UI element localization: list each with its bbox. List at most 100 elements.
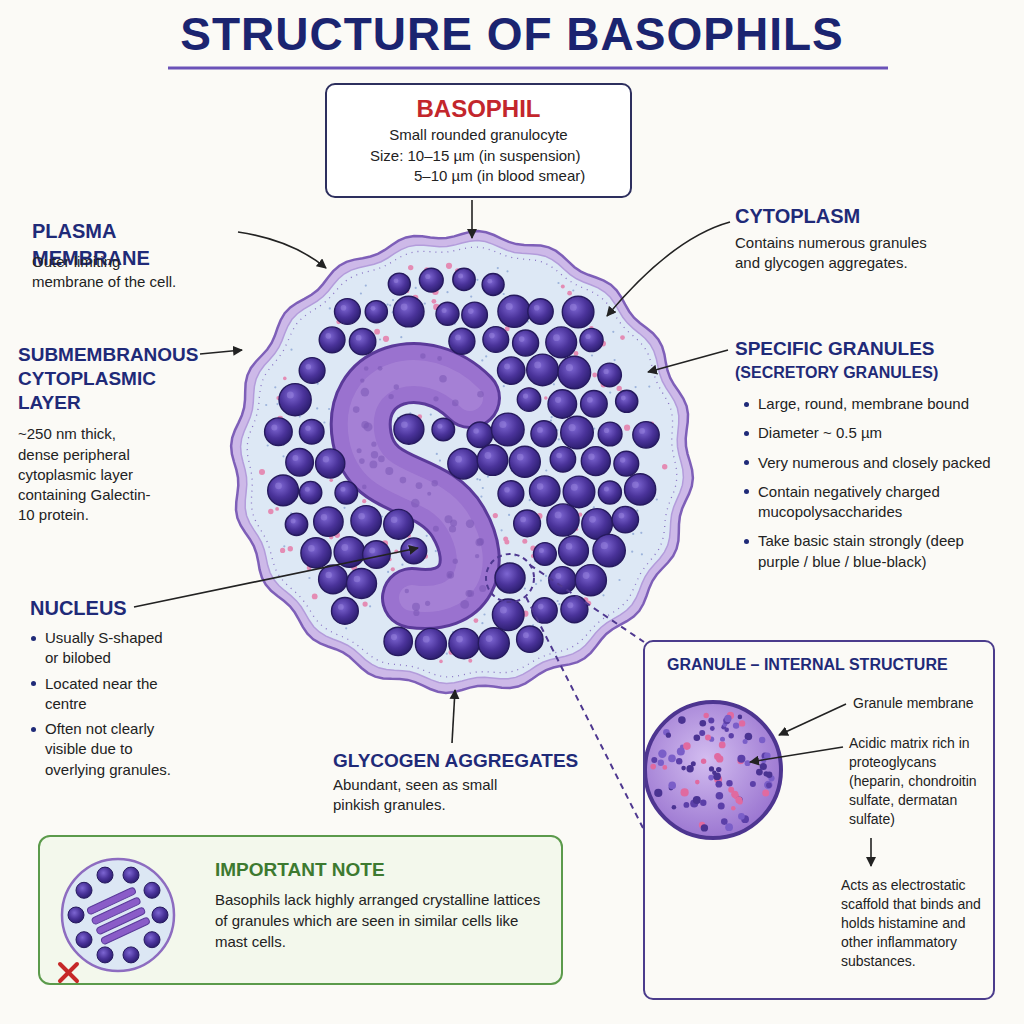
cytoplasm-speck xyxy=(274,386,276,388)
chromatin-dot xyxy=(353,406,360,413)
granule-shine xyxy=(504,487,510,493)
bullet-dot xyxy=(744,489,749,494)
cytoplasm-speck xyxy=(483,613,485,615)
note-heading: IMPORTANT NOTE xyxy=(215,857,545,883)
matrix-dot xyxy=(759,737,765,743)
granule xyxy=(314,507,343,536)
chromatin-dot xyxy=(449,525,456,532)
part-subheading: (SECRETORY GRANULES) xyxy=(735,362,1005,384)
leader-arrow xyxy=(471,200,473,238)
bullet-text: Contain negatively charged mucopolysacch… xyxy=(758,482,1008,523)
granule xyxy=(453,268,475,290)
granule-shine xyxy=(506,303,513,310)
granule xyxy=(483,327,509,353)
glycogen-dot xyxy=(574,351,579,356)
cytoplasm-speck xyxy=(282,455,284,457)
granule xyxy=(575,565,606,596)
zoom-line xyxy=(526,597,644,830)
glycogen-dot xyxy=(592,373,597,378)
note-text: Basophils lack highly arranged crystalli… xyxy=(215,889,550,952)
granule-shine xyxy=(306,364,312,370)
granule xyxy=(286,449,314,477)
cytoplasm-speck xyxy=(497,267,499,269)
cross-mark xyxy=(60,964,77,981)
icon-granule xyxy=(97,867,113,883)
chromatin-dot xyxy=(476,539,484,547)
bullet-text: Often not clearly visible due to overlyi… xyxy=(45,719,177,780)
matrix-dot xyxy=(725,823,733,831)
bullet-text: Very numerous and closely packed xyxy=(758,453,1008,473)
cytoplasm-speck xyxy=(401,564,403,566)
icon-granule xyxy=(76,882,92,898)
matrix-dot xyxy=(681,788,689,796)
matrix-dot xyxy=(720,737,725,742)
cytoplasm-speck xyxy=(470,296,472,298)
matrix-dot xyxy=(716,781,723,788)
part-label: Acts as electrostatic scaffold that bind… xyxy=(841,876,991,970)
cytoplasm-speck xyxy=(400,336,402,338)
chromatin-dot xyxy=(361,388,370,397)
granule-shine xyxy=(604,369,609,374)
chromatin-dot xyxy=(371,442,376,447)
matrix-dot xyxy=(737,799,743,805)
granule-shine xyxy=(391,634,397,640)
granule-shine xyxy=(371,306,376,311)
matrix-dot xyxy=(716,792,724,800)
matrix-dot xyxy=(729,733,734,738)
granule xyxy=(546,327,577,358)
cytoplasm-speck xyxy=(426,535,428,537)
glycogen-dot xyxy=(474,618,479,623)
chromatin-dot xyxy=(452,400,459,407)
granule xyxy=(384,509,414,539)
cytoplasm-speck xyxy=(479,479,481,481)
matrix-dot xyxy=(683,742,691,750)
cytoplasm-speck xyxy=(553,383,555,385)
chromatin-dot xyxy=(362,485,367,490)
nucleus-outline xyxy=(361,373,470,599)
chromatin-dot xyxy=(420,353,425,358)
granule-shine xyxy=(601,542,608,549)
chromatin-dot xyxy=(370,461,378,469)
granule-shine xyxy=(567,602,573,608)
granule xyxy=(598,363,622,387)
granule-shine xyxy=(321,514,327,520)
granule xyxy=(285,513,307,535)
cytoplasm-speck xyxy=(343,507,345,509)
chromatin-dot xyxy=(433,396,438,401)
granule-shine xyxy=(499,421,506,428)
matrix-dot xyxy=(712,771,716,775)
matrix-dot xyxy=(677,748,685,756)
granule-matrix-dots xyxy=(650,712,774,832)
leader-arrow xyxy=(607,222,730,316)
granule-shine xyxy=(604,428,609,433)
chromatin-dot xyxy=(467,590,474,597)
granule xyxy=(498,357,525,384)
granule-shine xyxy=(401,421,408,428)
cytoplasm-speck xyxy=(365,285,367,287)
cytoplasm-speck xyxy=(572,289,574,291)
chromatin-dot xyxy=(364,366,369,371)
glycogen-dot xyxy=(662,464,667,469)
granule-shine xyxy=(534,362,541,369)
box-heading: BASOPHIL xyxy=(339,93,618,125)
leader-arrow xyxy=(200,350,242,354)
granule-shine xyxy=(487,279,492,284)
cytoplasm-speck xyxy=(387,303,389,305)
cytoplasm-speck xyxy=(435,550,437,552)
matrix-dot xyxy=(695,780,700,785)
granule xyxy=(268,475,299,506)
submembranous-layer xyxy=(241,241,684,684)
part-label: Acidic matrix rich in proteoglycans (hep… xyxy=(849,734,991,828)
glycogen-dot xyxy=(280,548,285,553)
glycogen-dot xyxy=(617,386,622,391)
matrix-dot xyxy=(666,733,671,738)
matrix-dot xyxy=(700,720,707,727)
granule-shine xyxy=(486,635,493,642)
granule-shine xyxy=(455,456,462,463)
leader-arrow xyxy=(238,232,326,268)
matrix-dot xyxy=(737,755,745,763)
cytoplasm-speck xyxy=(290,349,292,351)
chromatin-dot xyxy=(425,601,430,606)
zoom-line xyxy=(530,565,644,642)
granule xyxy=(580,328,603,351)
